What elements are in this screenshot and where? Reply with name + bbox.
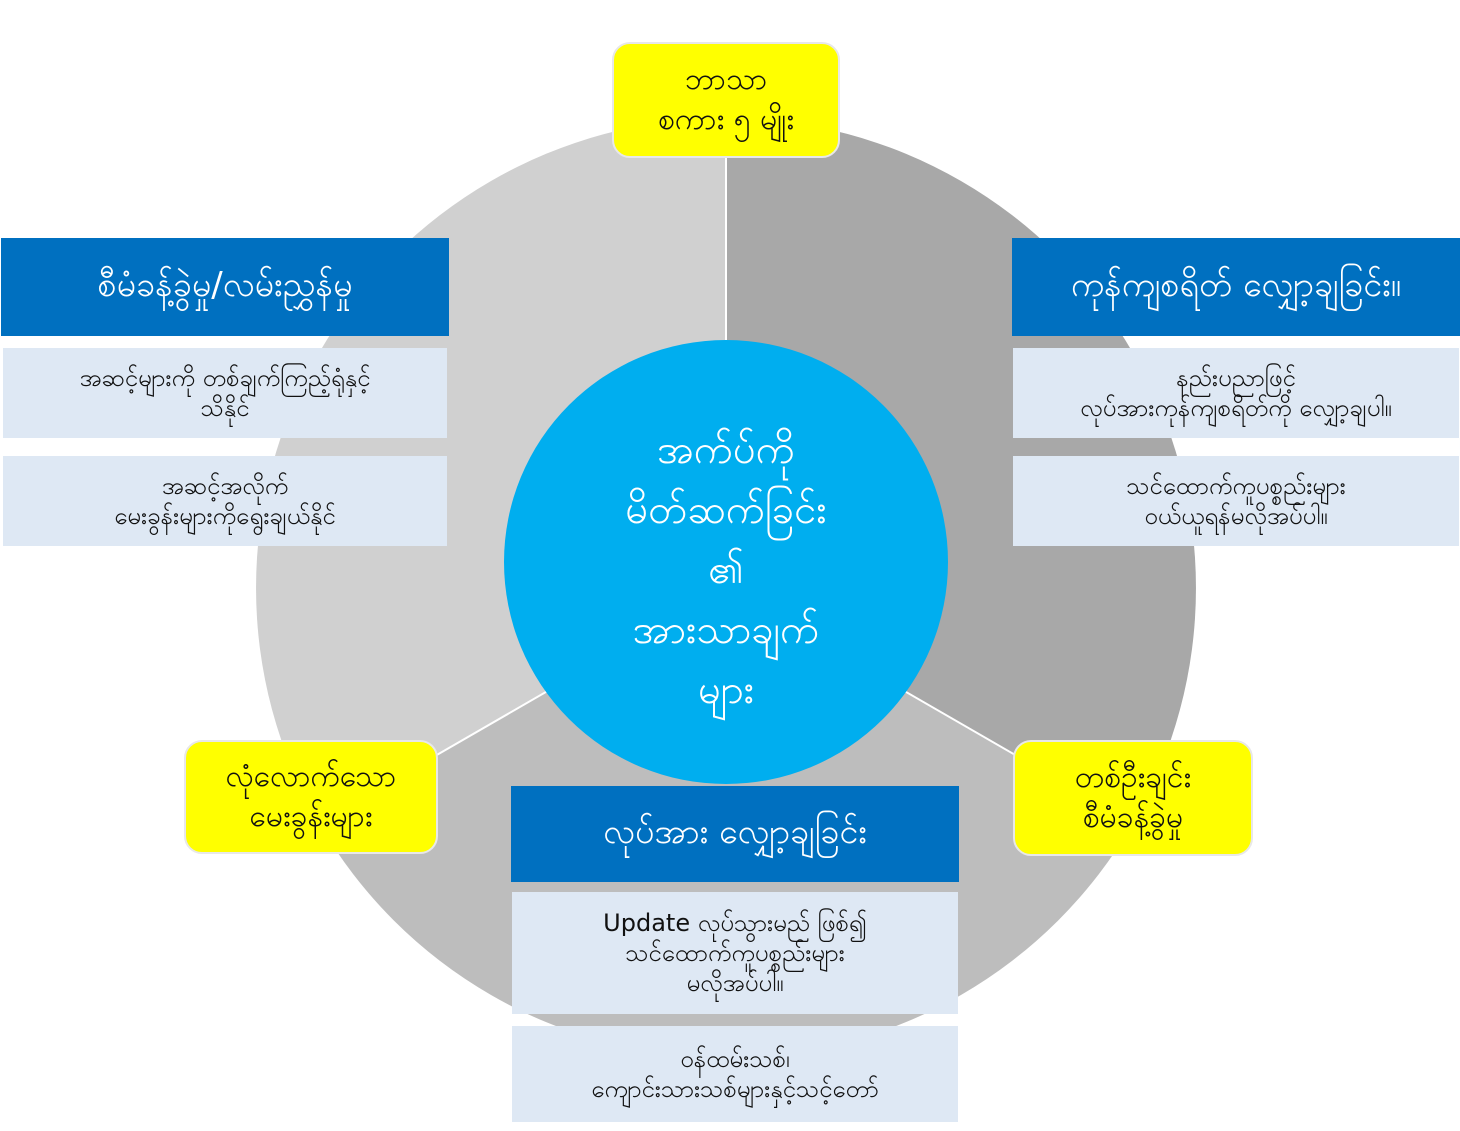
- node-labor-item-2: ဝန်ထမ်းသစ်၊ ကျောင်းသားသစ်များနှင့်သင့်တေ…: [512, 1026, 958, 1122]
- node-text: စီမံခန့်ခွဲမှု/လမ်းညွှန်မှု: [97, 264, 353, 305]
- node-text: မေးခွန်းများ: [249, 799, 373, 834]
- node-text: ဝယ်ယူရန်မလိုအပ်ပါ။: [1144, 502, 1328, 530]
- node-text: နည်းပညာဖြင့်: [1176, 364, 1296, 392]
- node-text: သင်ထောက်ကူပစ္စည်းများ: [625, 939, 845, 967]
- node-text: လုံလောက်သော: [225, 759, 397, 794]
- node-text: သိနိုင်: [200, 394, 250, 422]
- node-text: လုပ်အား လျှော့ချခြင်း: [603, 811, 867, 852]
- node-text: အဆင့်များကို တစ်ချက်ကြည့်ရုံနှင့်: [79, 364, 371, 392]
- node-text: စကား ၅ မျိုး: [658, 102, 794, 137]
- node-text: ဝန်ထမ်းသစ်၊: [680, 1045, 790, 1073]
- node-text: လုပ်အားကုန်ကျစရိတ်ကို လျှော့ချပါ။: [1080, 394, 1392, 422]
- node-sufficient-questions: လုံလောက်သော မေးခွန်းများ: [184, 740, 438, 854]
- node-management-item-2: အဆင့်အလိုက် မေးခွန်းများကိုရွေးချယ်နိုင်: [3, 456, 447, 546]
- node-text: စီမံခန့်ခွဲမှု: [1082, 800, 1184, 835]
- node-labor-header: လုပ်အား လျှော့ချခြင်း: [511, 786, 959, 882]
- node-text: သင်ထောက်ကူပစ္စည်းများ: [1126, 472, 1346, 500]
- node-labor-item-1: Update လုပ်သွားမည် ဖြစ်၍ သင်ထောက်ကူပစ္စည…: [512, 892, 958, 1014]
- center-title-line: များ: [698, 667, 754, 713]
- node-text: အဆင့်အလိုက်: [161, 472, 289, 500]
- node-cost-item-2: သင်ထောက်ကူပစ္စည်းများ ဝယ်ယူရန်မလိုအပ်ပါ။: [1013, 456, 1459, 546]
- node-text: မေးခွန်းများကိုရွေးချယ်နိုင်: [114, 502, 336, 530]
- node-text: ကျောင်းသားသစ်များနှင့်သင့်တော်: [591, 1075, 879, 1103]
- center-title-line: ၏: [708, 547, 744, 593]
- node-cost-item-1: နည်းပညာဖြင့် လုပ်အားကုန်ကျစရိတ်ကို လျှော…: [1013, 348, 1459, 438]
- node-text: ဘာသာ: [684, 62, 768, 97]
- center-title-line: အားသာချက်: [632, 607, 820, 653]
- node-languages: ဘာသာ စကား ၅ မျိုး: [612, 42, 840, 158]
- node-cost-header: ကုန်ကျစရိတ် လျှော့ချခြင်း။: [1012, 238, 1460, 336]
- center-circle: [504, 340, 948, 784]
- node-text: Update လုပ်သွားမည် ဖြစ်၍: [603, 909, 867, 937]
- node-text: တစ်ဦးချင်း: [1074, 760, 1192, 795]
- node-text: မလိုအပ်ပါ။: [686, 969, 784, 997]
- node-individual-management: တစ်ဦးချင်း စီမံခန့်ခွဲမှု: [1013, 740, 1253, 856]
- center-title-line: အက်ပ်ကို: [657, 427, 795, 473]
- center-title: အက်ပ်ကို မိတ်ဆက်ခြင်း ၏ အားသာချက် များ: [504, 380, 948, 760]
- node-text: ကုန်ကျစရိတ် လျှော့ချခြင်း။: [1070, 264, 1402, 305]
- center-title-line: မိတ်ဆက်ခြင်း: [625, 487, 827, 533]
- node-management-item-1: အဆင့်များကို တစ်ချက်ကြည့်ရုံနှင့် သိနိုင…: [3, 348, 447, 438]
- node-management-header: စီမံခန့်ခွဲမှု/လမ်းညွှန်မှု: [1, 238, 449, 336]
